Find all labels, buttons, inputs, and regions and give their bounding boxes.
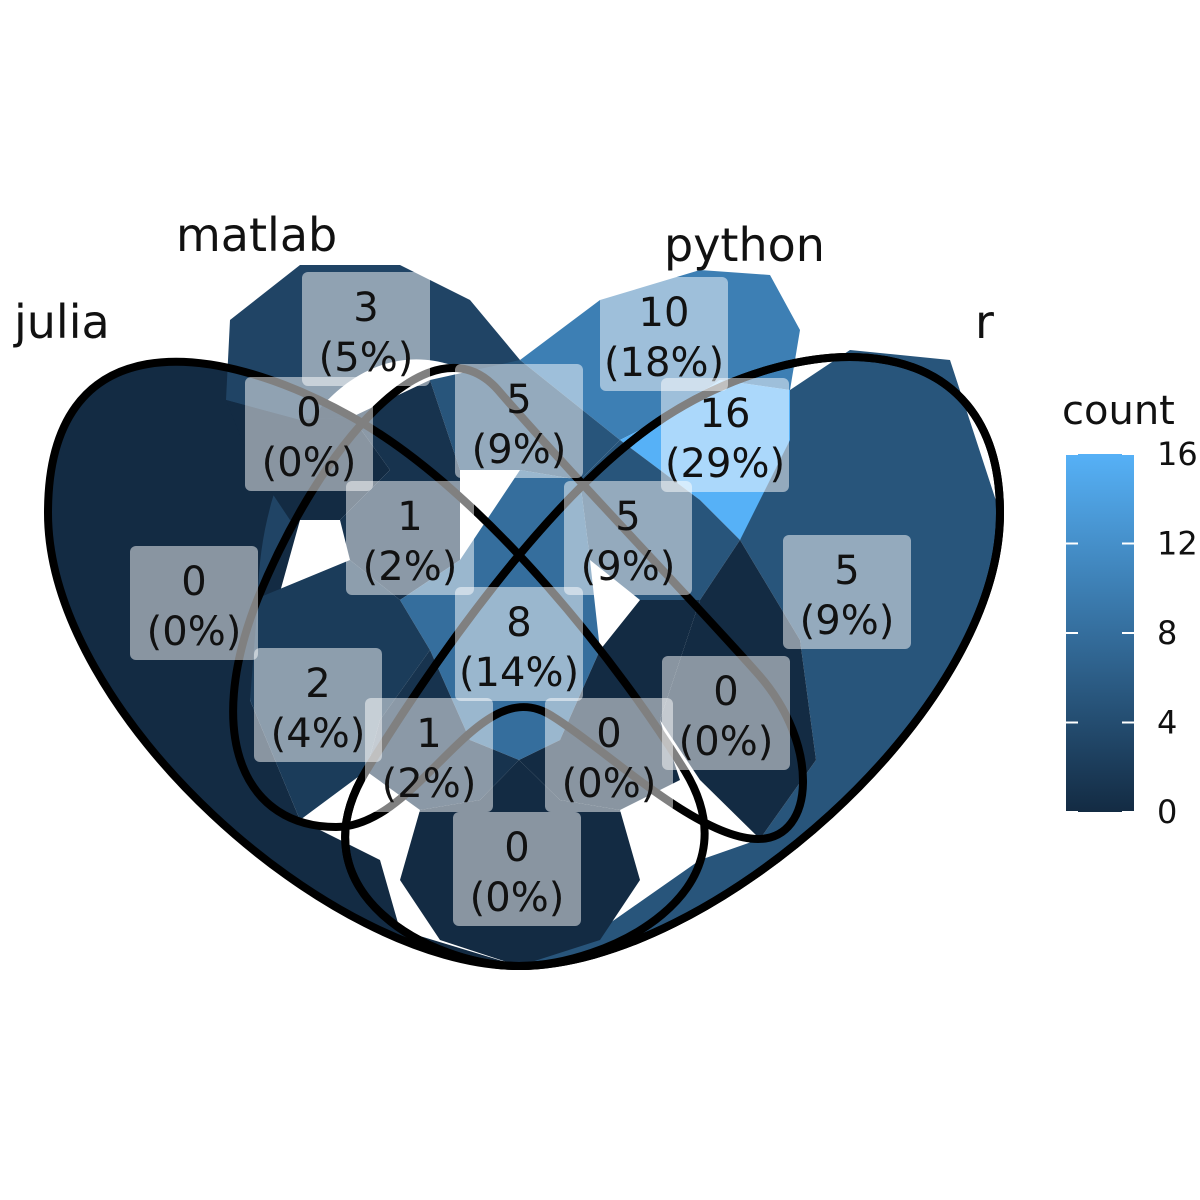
region-label-box — [455, 587, 583, 701]
region-label-box — [130, 546, 258, 660]
region-percent: (0%) — [147, 609, 242, 655]
region-label-julia-r: 0(0%) — [453, 812, 581, 926]
region-label-julia-only: 0(0%) — [130, 546, 258, 660]
legend-ticks: 0 4 8 12 16 — [1066, 435, 1198, 831]
region-label-box — [455, 364, 583, 478]
region-label-box — [365, 698, 493, 812]
region-count: 1 — [397, 494, 422, 540]
region-label-box — [600, 277, 728, 391]
set-labels: julia matlab python r — [13, 208, 994, 349]
color-legend: count 0 4 8 12 16 — [1062, 388, 1198, 831]
region-label-julia-matlab-r: 0(0%) — [545, 698, 673, 812]
region-percent: (0%) — [470, 875, 565, 921]
region-fill-r-only — [519, 350, 1000, 966]
region-count: 0 — [504, 825, 529, 871]
region-percent: (14%) — [459, 650, 579, 696]
region-percent: (29%) — [665, 441, 785, 487]
region-percent: (4%) — [271, 711, 366, 757]
region-labels: 0(0%)3(5%)10(18%)5(9%)0(0%)5(9%)16(29%)1… — [130, 272, 911, 926]
region-label-box — [302, 272, 430, 386]
region-label-julia-python: 2(4%) — [254, 648, 382, 762]
region-count: 3 — [353, 285, 378, 331]
region-label-box — [254, 648, 382, 762]
region-label-julia-matlab-python: 1(2%) — [346, 481, 474, 595]
region-count: 5 — [506, 377, 531, 423]
region-label-box — [564, 481, 692, 595]
region-label-julia-matlab: 0(0%) — [245, 377, 373, 491]
region-label-box — [346, 481, 474, 595]
region-percent: (0%) — [679, 719, 774, 765]
region-label-r-only: 5(9%) — [783, 535, 911, 649]
region-label-box — [783, 535, 911, 649]
region-label-python-r: 16(29%) — [661, 378, 789, 492]
region-label-matlab-python-r: 5(9%) — [564, 481, 692, 595]
region-percent: (5%) — [319, 335, 414, 381]
region-count: 0 — [181, 559, 206, 605]
region-count: 1 — [416, 711, 441, 757]
region-label-python-only: 10(18%) — [600, 277, 728, 391]
region-count: 0 — [296, 390, 321, 436]
region-count: 8 — [506, 600, 531, 646]
region-percent: (9%) — [581, 544, 676, 590]
region-label-matlab-python: 5(9%) — [455, 364, 583, 478]
region-label-matlab-only: 3(5%) — [302, 272, 430, 386]
region-label-box — [453, 812, 581, 926]
set-label-matlab: matlab — [176, 208, 337, 262]
legend-tick-label: 8 — [1157, 614, 1177, 652]
region-label-box — [662, 656, 790, 770]
set-label-r: r — [975, 295, 994, 349]
region-percent: (2%) — [363, 544, 458, 590]
region-count: 16 — [700, 391, 751, 437]
region-count: 0 — [713, 669, 738, 715]
region-label-julia-python-r: 1(2%) — [365, 698, 493, 812]
legend-tick-label: 12 — [1157, 525, 1198, 563]
region-percent: (2%) — [382, 761, 477, 807]
region-percent: (9%) — [472, 427, 567, 473]
set-label-python: python — [664, 218, 825, 272]
region-label-box — [545, 698, 673, 812]
legend-tick-label: 4 — [1157, 704, 1177, 742]
region-label-all-four: 8(14%) — [455, 587, 583, 701]
region-count: 5 — [834, 548, 859, 594]
region-label-box — [661, 378, 789, 492]
region-count: 0 — [596, 711, 621, 757]
region-label-matlab-r: 0(0%) — [662, 656, 790, 770]
region-label-box — [245, 377, 373, 491]
set-label-julia: julia — [13, 295, 110, 349]
legend-tick-label: 0 — [1157, 793, 1177, 831]
region-fill-julia-only — [48, 361, 519, 966]
region-count: 10 — [639, 290, 690, 336]
region-percent: (0%) — [262, 440, 357, 486]
region-count: 2 — [305, 661, 330, 707]
legend-title: count — [1062, 388, 1175, 434]
legend-tick-label: 16 — [1157, 435, 1198, 473]
region-count: 5 — [615, 494, 640, 540]
region-percent: (9%) — [800, 598, 895, 644]
region-percent: (0%) — [562, 761, 657, 807]
